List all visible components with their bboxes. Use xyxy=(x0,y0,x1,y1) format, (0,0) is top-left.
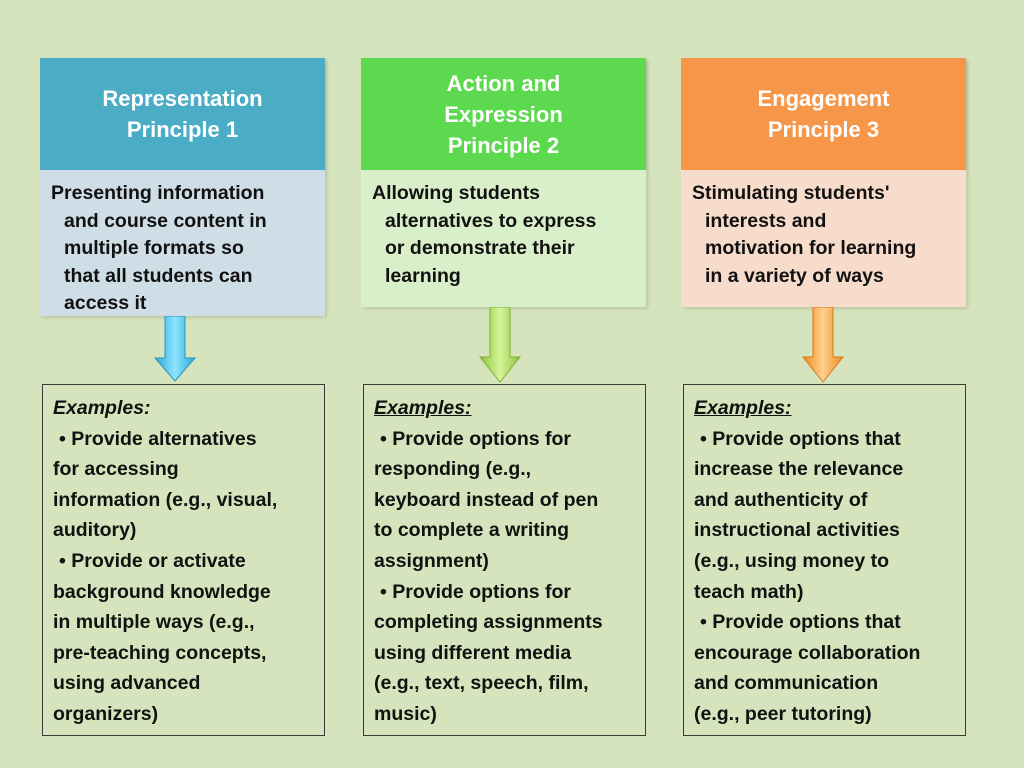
example-line: (e.g., text, speech, film, xyxy=(374,672,589,695)
action-expression-heading-box: Action and Expression Principle 2 xyxy=(361,58,646,170)
description-line: alternatives to express xyxy=(385,209,597,232)
heading-line: Expression xyxy=(444,101,563,127)
engagement-heading-box: Engagement Principle 3 xyxy=(681,58,966,170)
down-arrow-icon xyxy=(478,307,522,383)
examples-title: Examples: xyxy=(374,397,472,419)
heading-line: Principle 1 xyxy=(126,117,239,142)
down-arrow-icon xyxy=(153,316,197,382)
example-line: auditory) xyxy=(53,519,137,542)
example-line: increase the relevance xyxy=(694,458,904,481)
example-line: • Provide options that xyxy=(700,427,901,450)
example-line: in multiple ways (e.g., xyxy=(53,611,255,634)
description-line: access it xyxy=(64,292,147,314)
description-line: motivation for learning xyxy=(705,237,917,259)
example-line: teach math) xyxy=(694,580,804,603)
example-line: • Provide options that xyxy=(700,611,901,634)
example-line: to complete a writing xyxy=(374,519,570,542)
principle-column-3: Engagement Principle 3 Stimulating stude… xyxy=(681,0,967,768)
example-line: instructional activities xyxy=(694,519,900,542)
description-line: interests and xyxy=(705,209,827,232)
heading-line: Representation xyxy=(102,86,263,111)
action-expression-examples-box: Examples: • Provide options for respondi… xyxy=(363,384,646,736)
example-line: • Provide alternatives xyxy=(59,427,257,450)
example-line: • Provide options for xyxy=(380,427,572,450)
example-line: information (e.g., visual, xyxy=(53,488,278,511)
description-line: in a variety of ways xyxy=(705,264,884,287)
description-line: learning xyxy=(385,264,461,287)
example-line: and communication xyxy=(694,672,879,695)
action-expression-description-box: Allowing students alternatives to expres… xyxy=(361,170,646,307)
description-line: Stimulating students' xyxy=(692,182,890,204)
heading-line: Engagement xyxy=(757,86,890,111)
description-line: Presenting information xyxy=(51,182,265,204)
principle-column-1: Representation Principle 1 Presenting in… xyxy=(40,0,326,768)
example-line: encourage collaboration xyxy=(694,641,921,664)
example-line: using advanced xyxy=(53,672,201,695)
example-line: (e.g., peer tutoring) xyxy=(694,702,872,725)
example-line: keyboard instead of pen xyxy=(374,488,599,511)
heading-line: Action and xyxy=(446,70,561,96)
description-line: multiple formats so xyxy=(64,237,244,259)
description-line: or demonstrate their xyxy=(385,237,575,259)
description-line: and course content in xyxy=(64,209,267,232)
representation-examples-box: Examples: • Provide alternatives for acc… xyxy=(42,384,325,736)
example-line: background knowledge xyxy=(53,580,271,603)
example-line: music) xyxy=(374,702,437,725)
example-line: • Provide or activate xyxy=(59,549,246,572)
engagement-examples-box: Examples: • Provide options that increas… xyxy=(683,384,966,736)
principle-column-2: Action and Expression Principle 2 Allowi… xyxy=(361,0,647,768)
heading-line: Principle 3 xyxy=(767,117,880,142)
example-line: pre-teaching concepts, xyxy=(53,641,267,664)
examples-title: Examples: xyxy=(694,397,792,419)
examples-title: Examples: xyxy=(53,397,151,419)
example-line: responding (e.g., xyxy=(374,458,532,481)
description-line: that all students can xyxy=(64,264,253,287)
example-line: and authenticity of xyxy=(694,488,868,511)
example-line: organizers) xyxy=(53,702,159,725)
example-line: for accessing xyxy=(53,458,179,481)
example-line: (e.g., using money to xyxy=(694,549,890,572)
example-line: using different media xyxy=(374,641,572,664)
description-line: Allowing students xyxy=(372,182,540,204)
representation-heading-box: Representation Principle 1 xyxy=(40,58,325,170)
down-arrow-icon xyxy=(801,307,845,383)
heading-line: Principle 2 xyxy=(447,132,560,158)
example-line: completing assignments xyxy=(374,611,603,634)
example-line: • Provide options for xyxy=(380,580,572,603)
engagement-description-box: Stimulating students' interests and moti… xyxy=(681,170,966,307)
example-line: assignment) xyxy=(374,549,489,572)
representation-description-box: Presenting information and course conten… xyxy=(40,170,325,316)
